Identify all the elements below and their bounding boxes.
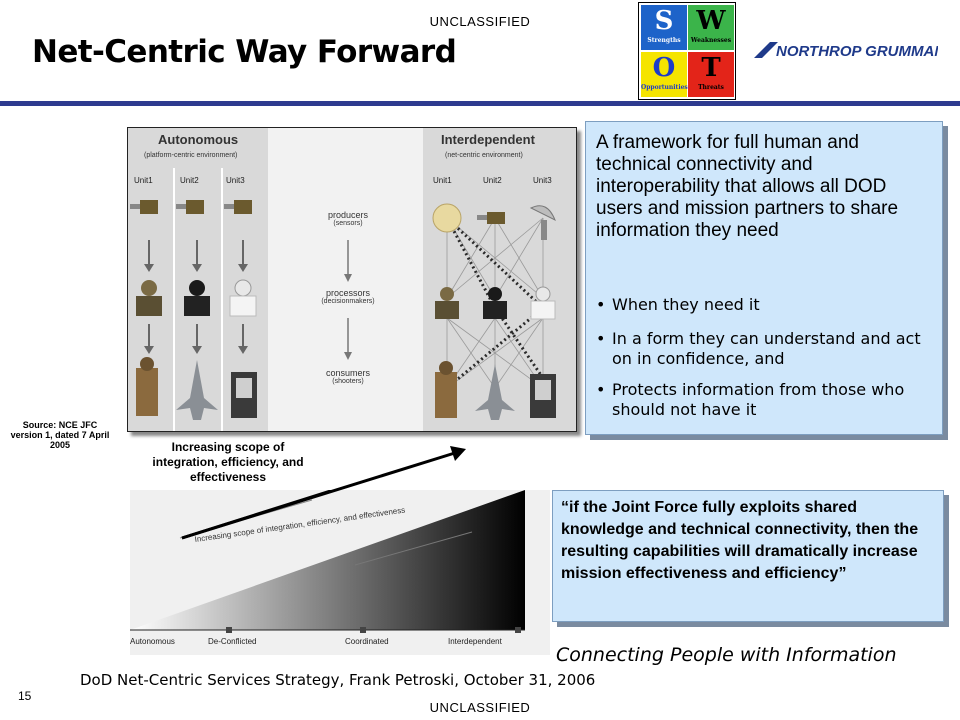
joint-force-quote: “if the Joint Force fully exploits share… — [561, 499, 919, 582]
unit-label: Unit2 — [180, 176, 199, 185]
naval-officer-icon — [229, 279, 257, 317]
framework-bullet: •When they need it — [596, 295, 760, 314]
spectrum-wedge — [130, 490, 525, 630]
role-arrows — [344, 240, 352, 360]
title-rule — [0, 101, 960, 106]
unit-label: Unit1 — [134, 176, 153, 185]
northrop-grumman-logo: NORTHROP GRUMMAN — [754, 42, 938, 60]
stage-label: Autonomous — [130, 637, 175, 646]
autonomous-panel: Autonomous (platform-centric environment… — [128, 128, 268, 431]
stage-marker — [515, 627, 521, 633]
satellite-icon — [176, 200, 204, 214]
unit-label: Unit3 — [533, 176, 552, 185]
warship-icon — [530, 374, 556, 418]
footer-citation: DoD Net-Centric Services Strategy, Frank… — [80, 671, 596, 689]
infantry-icon — [435, 361, 457, 418]
interdependent-subtitle: (net-centric environment) — [445, 152, 523, 159]
page-number: 15 — [18, 689, 32, 703]
scope-title: Increasing scope of integration, efficie… — [152, 440, 304, 484]
network-links — [432, 203, 556, 420]
framework-box: A framework for full human and technical… — [585, 121, 943, 435]
stage-label: Interdependent — [448, 637, 503, 646]
interdependent-panel: Interdependent (net-centric environment)… — [423, 128, 576, 431]
stage-label: Coordinated — [345, 637, 389, 646]
infantry-icon — [136, 357, 158, 416]
warship-icon — [231, 372, 257, 418]
officer-icon — [184, 280, 210, 316]
radar-dish-icon — [529, 205, 556, 240]
naval-officer-icon — [530, 286, 556, 320]
classification-top: UNCLASSIFIED — [429, 14, 531, 29]
unit-label: Unit3 — [226, 176, 245, 185]
sensor-balloon-icon — [432, 203, 462, 233]
source-note: Source: NCE JFC version 1, dated 7 April… — [10, 420, 110, 450]
role-consumers: consumers(shooters) — [325, 368, 370, 385]
autonomous-chains — [130, 168, 257, 431]
stage-label: De-Conflicted — [208, 637, 256, 646]
stage-marker — [360, 627, 366, 633]
autonomous-interdependent-diagram: Autonomous (platform-centric environment… — [127, 127, 577, 432]
classification-bottom: UNCLASSIFIED — [429, 700, 531, 715]
unit-label: Unit1 — [433, 176, 452, 185]
soldier-icon — [435, 287, 459, 319]
fighter-jet-icon — [176, 360, 218, 420]
framework-lead: A framework for full human and technical… — [596, 132, 899, 241]
officer-icon — [483, 287, 507, 319]
integration-spectrum: Increasing scope of integration, efficie… — [130, 490, 550, 655]
framework-bullet: •In a form they can understand and act o… — [596, 329, 921, 368]
role-processors: processors(decisionmakers) — [321, 288, 375, 305]
stage-marker — [226, 627, 232, 633]
slide-title: Net-Centric Way Forward — [32, 34, 457, 70]
autonomous-title: Autonomous — [158, 132, 239, 147]
satellite-icon — [224, 200, 252, 214]
framework-bullet: •Protects information from those who sho… — [596, 380, 905, 419]
svg-text:NORTHROP GRUMMAN: NORTHROP GRUMMAN — [776, 43, 938, 60]
interdependent-title: Interdependent — [441, 132, 535, 147]
tagline: Connecting People with Information — [556, 644, 897, 666]
autonomous-subtitle: (platform-centric environment) — [144, 152, 238, 159]
fighter-jet-icon — [475, 364, 515, 420]
soldier-icon — [136, 280, 162, 316]
scope-arrow — [181, 446, 466, 540]
unit-label: Unit2 — [483, 176, 502, 185]
satellite-icon — [130, 200, 158, 214]
quote-box: “if the Joint Force fully exploits share… — [552, 490, 944, 622]
role-producers: producers(sensors) — [327, 210, 369, 227]
satellite-icon — [477, 212, 505, 224]
